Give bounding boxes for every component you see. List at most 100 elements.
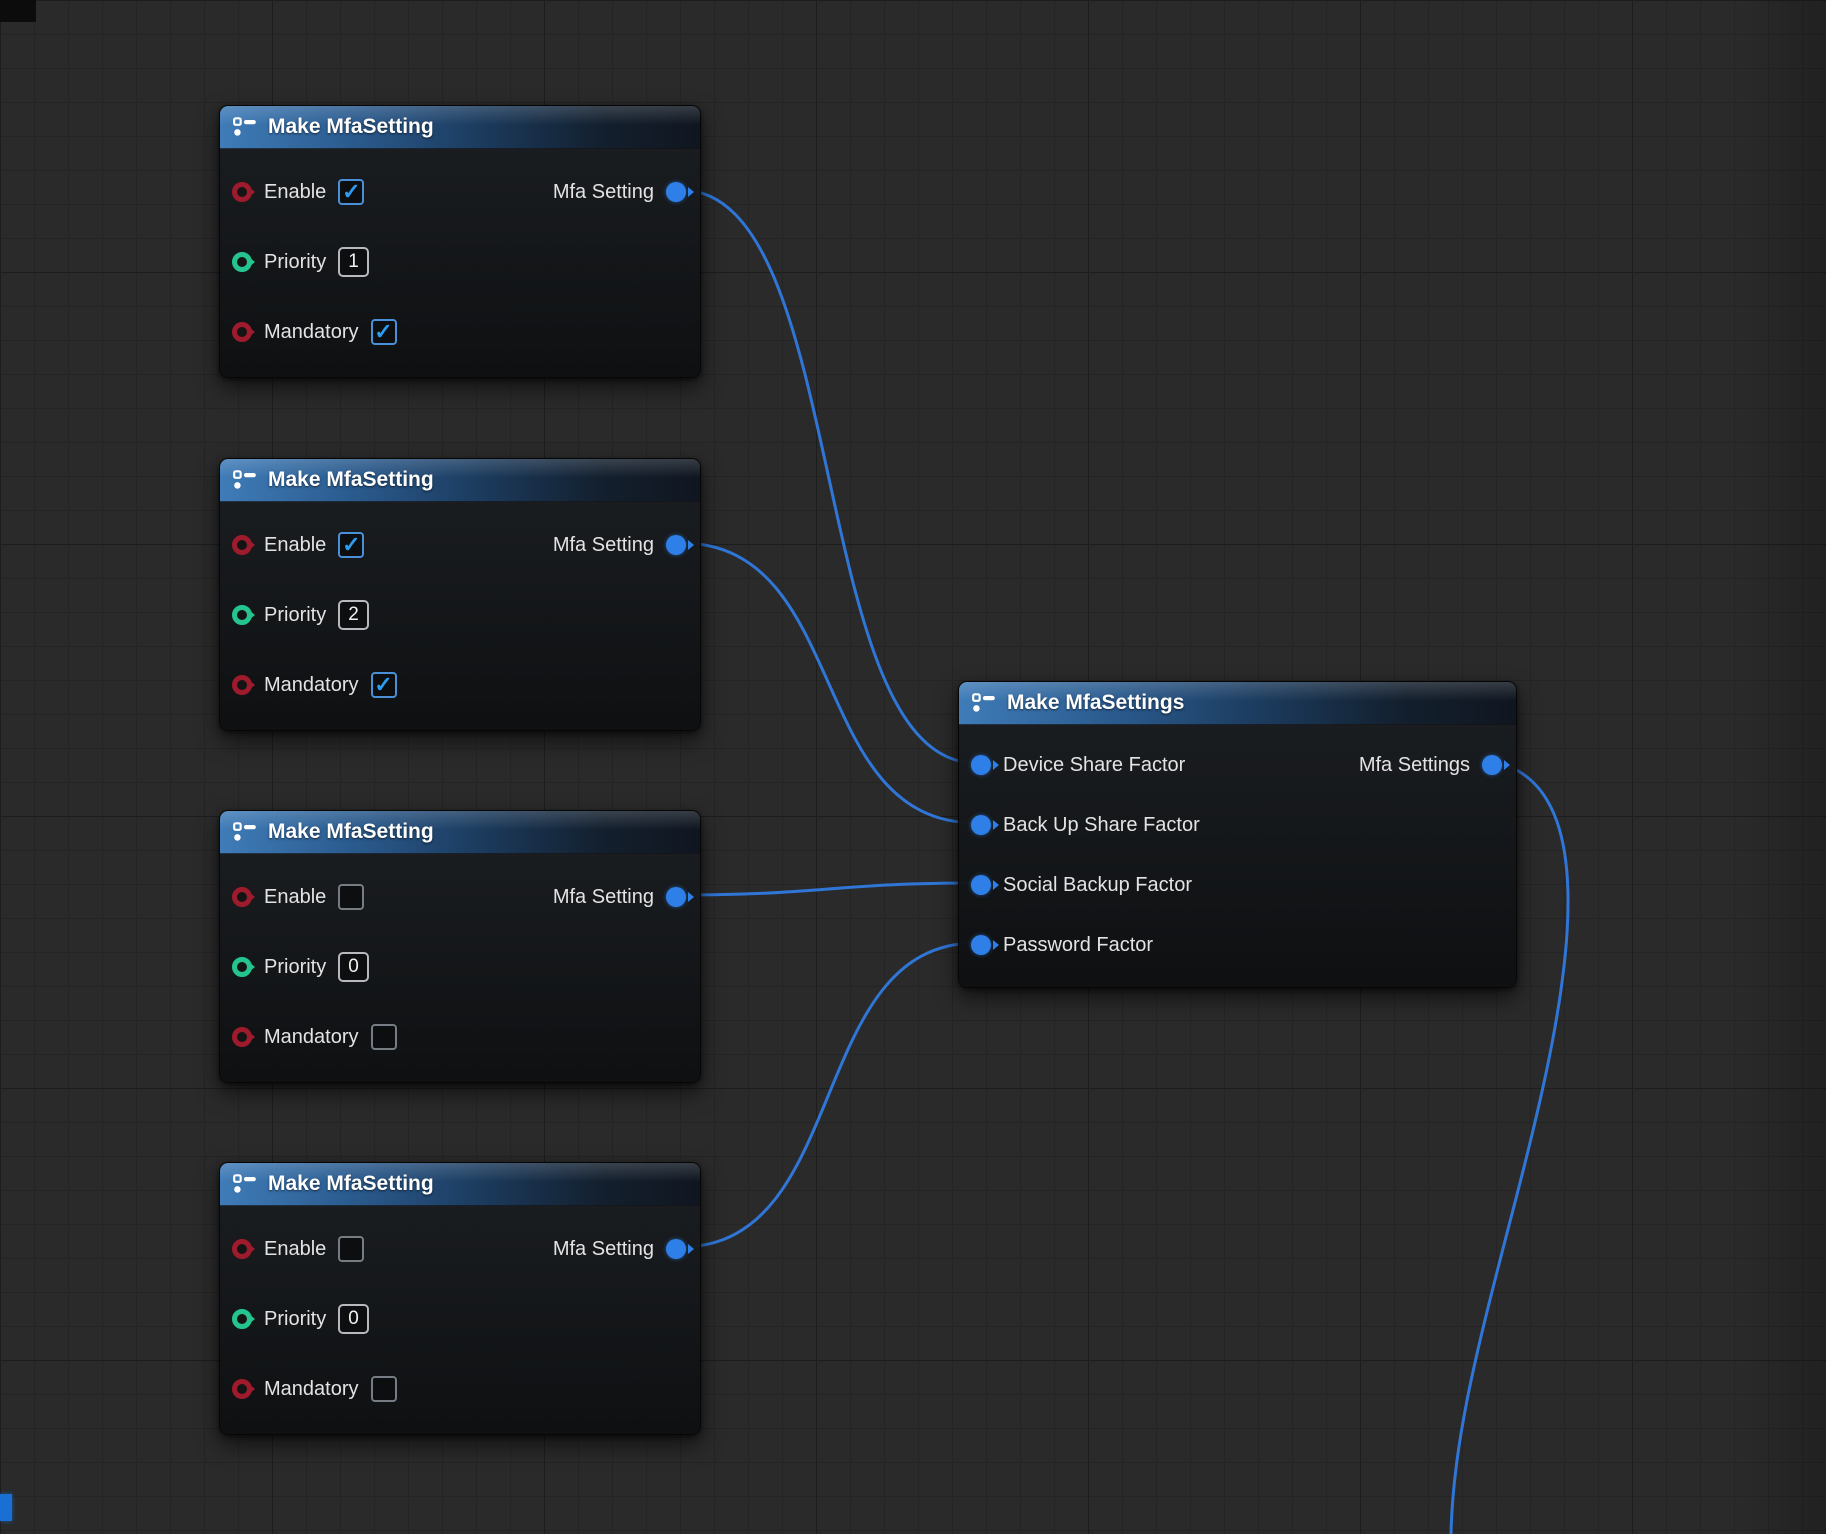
node-header[interactable]: Make MfaSettings: [959, 682, 1516, 725]
offscreen-node-fragment: [0, 0, 36, 22]
node-header[interactable]: Make MfaSetting: [220, 459, 700, 502]
pin-bool-mandatory[interactable]: [232, 1027, 252, 1047]
pin-label: Enable: [264, 1237, 327, 1260]
input-row-enable: Enable: [220, 157, 700, 227]
pin-bool-enable[interactable]: [232, 887, 252, 907]
pin-label: Mfa Setting: [552, 1237, 654, 1260]
input-row-priority: Priority 0: [220, 1284, 700, 1354]
pin-label: Mandatory: [264, 673, 359, 696]
wire-mfasetting4-to-password-factor[interactable]: [680, 941, 977, 1249]
pin-label: Social Backup Factor: [1003, 873, 1192, 896]
pin-int-priority[interactable]: [232, 1309, 252, 1329]
pin-label: Enable: [264, 533, 327, 556]
pin-struct-device-share-factor[interactable]: [971, 755, 991, 775]
input-row-device-share-factor: Device Share Factor: [959, 735, 1516, 795]
checkbox-enable[interactable]: [338, 1236, 365, 1262]
pin-bool-mandatory[interactable]: [232, 1379, 252, 1399]
node-body: Enable Priority 0 Mandatory Mfa Setting: [220, 1206, 700, 1434]
node-make-mfasetting-2[interactable]: Make MfaSetting Enable Priority 2 Mandat…: [219, 458, 701, 731]
pin-struct-social-backup-factor[interactable]: [971, 875, 991, 895]
node-make-mfasetting-4[interactable]: Make MfaSetting Enable Priority 0 Mandat…: [219, 1162, 701, 1435]
pin-label: Mfa Setting: [552, 885, 654, 908]
node-header[interactable]: Make MfaSetting: [220, 106, 700, 149]
checkbox-mandatory[interactable]: [370, 1024, 397, 1050]
pin-int-priority[interactable]: [232, 957, 252, 977]
pin-bool-enable[interactable]: [232, 182, 252, 202]
pin-struct-mfa-setting-output[interactable]: [666, 182, 686, 202]
pin-label: Priority: [264, 955, 327, 978]
node-body: Enable Priority 1 Mandatory Mfa Setting: [220, 149, 700, 377]
checkbox-mandatory[interactable]: [370, 1376, 397, 1402]
pin-label: Enable: [264, 180, 327, 203]
node-make-mfasettings[interactable]: Make MfaSettings Device Share Factor Bac…: [958, 681, 1517, 988]
input-row-password-factor: Password Factor: [959, 915, 1516, 975]
wire-mfasetting2-to-backup-share-factor[interactable]: [680, 541, 977, 825]
pin-label: Mfa Setting: [552, 533, 654, 556]
node-body: Enable Priority 2 Mandatory Mfa Setting: [220, 502, 700, 730]
make-struct-icon: [232, 1171, 258, 1197]
pin-label: Mandatory: [264, 320, 359, 343]
input-priority[interactable]: 0: [338, 952, 369, 982]
input-row-mandatory: Mandatory: [220, 650, 700, 720]
make-struct-icon: [232, 467, 258, 493]
checkbox-enable[interactable]: [338, 884, 365, 910]
pin-struct-mfa-setting-output[interactable]: [666, 535, 686, 555]
node-make-mfasetting-1[interactable]: Make MfaSetting Enable Priority 1 Mandat…: [219, 105, 701, 378]
input-row-social-backup-factor: Social Backup Factor: [959, 855, 1516, 915]
checkbox-enable[interactable]: [338, 532, 365, 558]
pin-struct-backup-share-factor[interactable]: [971, 815, 991, 835]
checkbox-enable[interactable]: [338, 179, 365, 205]
pin-label: Device Share Factor: [1003, 753, 1186, 776]
pin-label: Back Up Share Factor: [1003, 813, 1200, 836]
node-body: Device Share Factor Back Up Share Factor…: [959, 725, 1516, 987]
pin-struct-mfa-setting-output[interactable]: [666, 887, 686, 907]
pin-int-priority[interactable]: [232, 252, 252, 272]
pin-label: Priority: [264, 250, 327, 273]
output-row: Mfa Settings: [1359, 735, 1502, 795]
wire-mfasetting1-to-device-share-factor[interactable]: [680, 188, 977, 765]
output-row: Mfa Setting: [553, 1214, 686, 1284]
node-header[interactable]: Make MfaSetting: [220, 811, 700, 854]
wire-mfa-settings-output-offscreen[interactable]: [1449, 761, 1570, 1534]
pin-struct-mfa-settings-output[interactable]: [1482, 755, 1502, 775]
pin-label: Password Factor: [1003, 933, 1154, 956]
input-row-mandatory: Mandatory: [220, 1354, 700, 1424]
pin-bool-enable[interactable]: [232, 1239, 252, 1259]
pin-label: Mfa Settings: [1358, 753, 1470, 776]
node-title: Make MfaSetting: [268, 115, 434, 138]
node-title: Make MfaSetting: [268, 820, 434, 843]
checkbox-mandatory[interactable]: [370, 319, 397, 345]
pin-bool-mandatory[interactable]: [232, 322, 252, 342]
pin-label: Enable: [264, 885, 327, 908]
make-struct-icon: [232, 819, 258, 845]
pin-label: Priority: [264, 603, 327, 626]
pin-bool-enable[interactable]: [232, 535, 252, 555]
pin-struct-mfa-setting-output[interactable]: [666, 1239, 686, 1259]
input-priority[interactable]: 1: [338, 247, 369, 277]
node-title: Make MfaSettings: [1007, 691, 1185, 714]
pin-label: Priority: [264, 1307, 327, 1330]
pin-label: Mandatory: [264, 1377, 359, 1400]
node-header[interactable]: Make MfaSetting: [220, 1163, 700, 1206]
make-struct-icon: [232, 114, 258, 140]
pin-int-priority[interactable]: [232, 605, 252, 625]
input-row-backup-share-factor: Back Up Share Factor: [959, 795, 1516, 855]
wire-mfasetting3-to-social-backup-factor[interactable]: [680, 881, 977, 897]
node-title: Make MfaSetting: [268, 468, 434, 491]
node-title: Make MfaSetting: [268, 1172, 434, 1195]
output-row: Mfa Setting: [553, 862, 686, 932]
input-row-mandatory: Mandatory: [220, 1002, 700, 1072]
output-row: Mfa Setting: [553, 510, 686, 580]
pin-label: Mfa Setting: [552, 180, 654, 203]
node-make-mfasetting-3[interactable]: Make MfaSetting Enable Priority 0 Mandat…: [219, 810, 701, 1083]
output-row: Mfa Setting: [553, 157, 686, 227]
input-priority[interactable]: 0: [338, 1304, 369, 1334]
pin-struct-password-factor[interactable]: [971, 935, 991, 955]
input-row-priority: Priority 0: [220, 932, 700, 1002]
input-priority[interactable]: 2: [338, 600, 369, 630]
pin-bool-mandatory[interactable]: [232, 675, 252, 695]
pin-label: Mandatory: [264, 1025, 359, 1048]
checkbox-mandatory[interactable]: [370, 672, 397, 698]
make-struct-icon: [971, 690, 997, 716]
